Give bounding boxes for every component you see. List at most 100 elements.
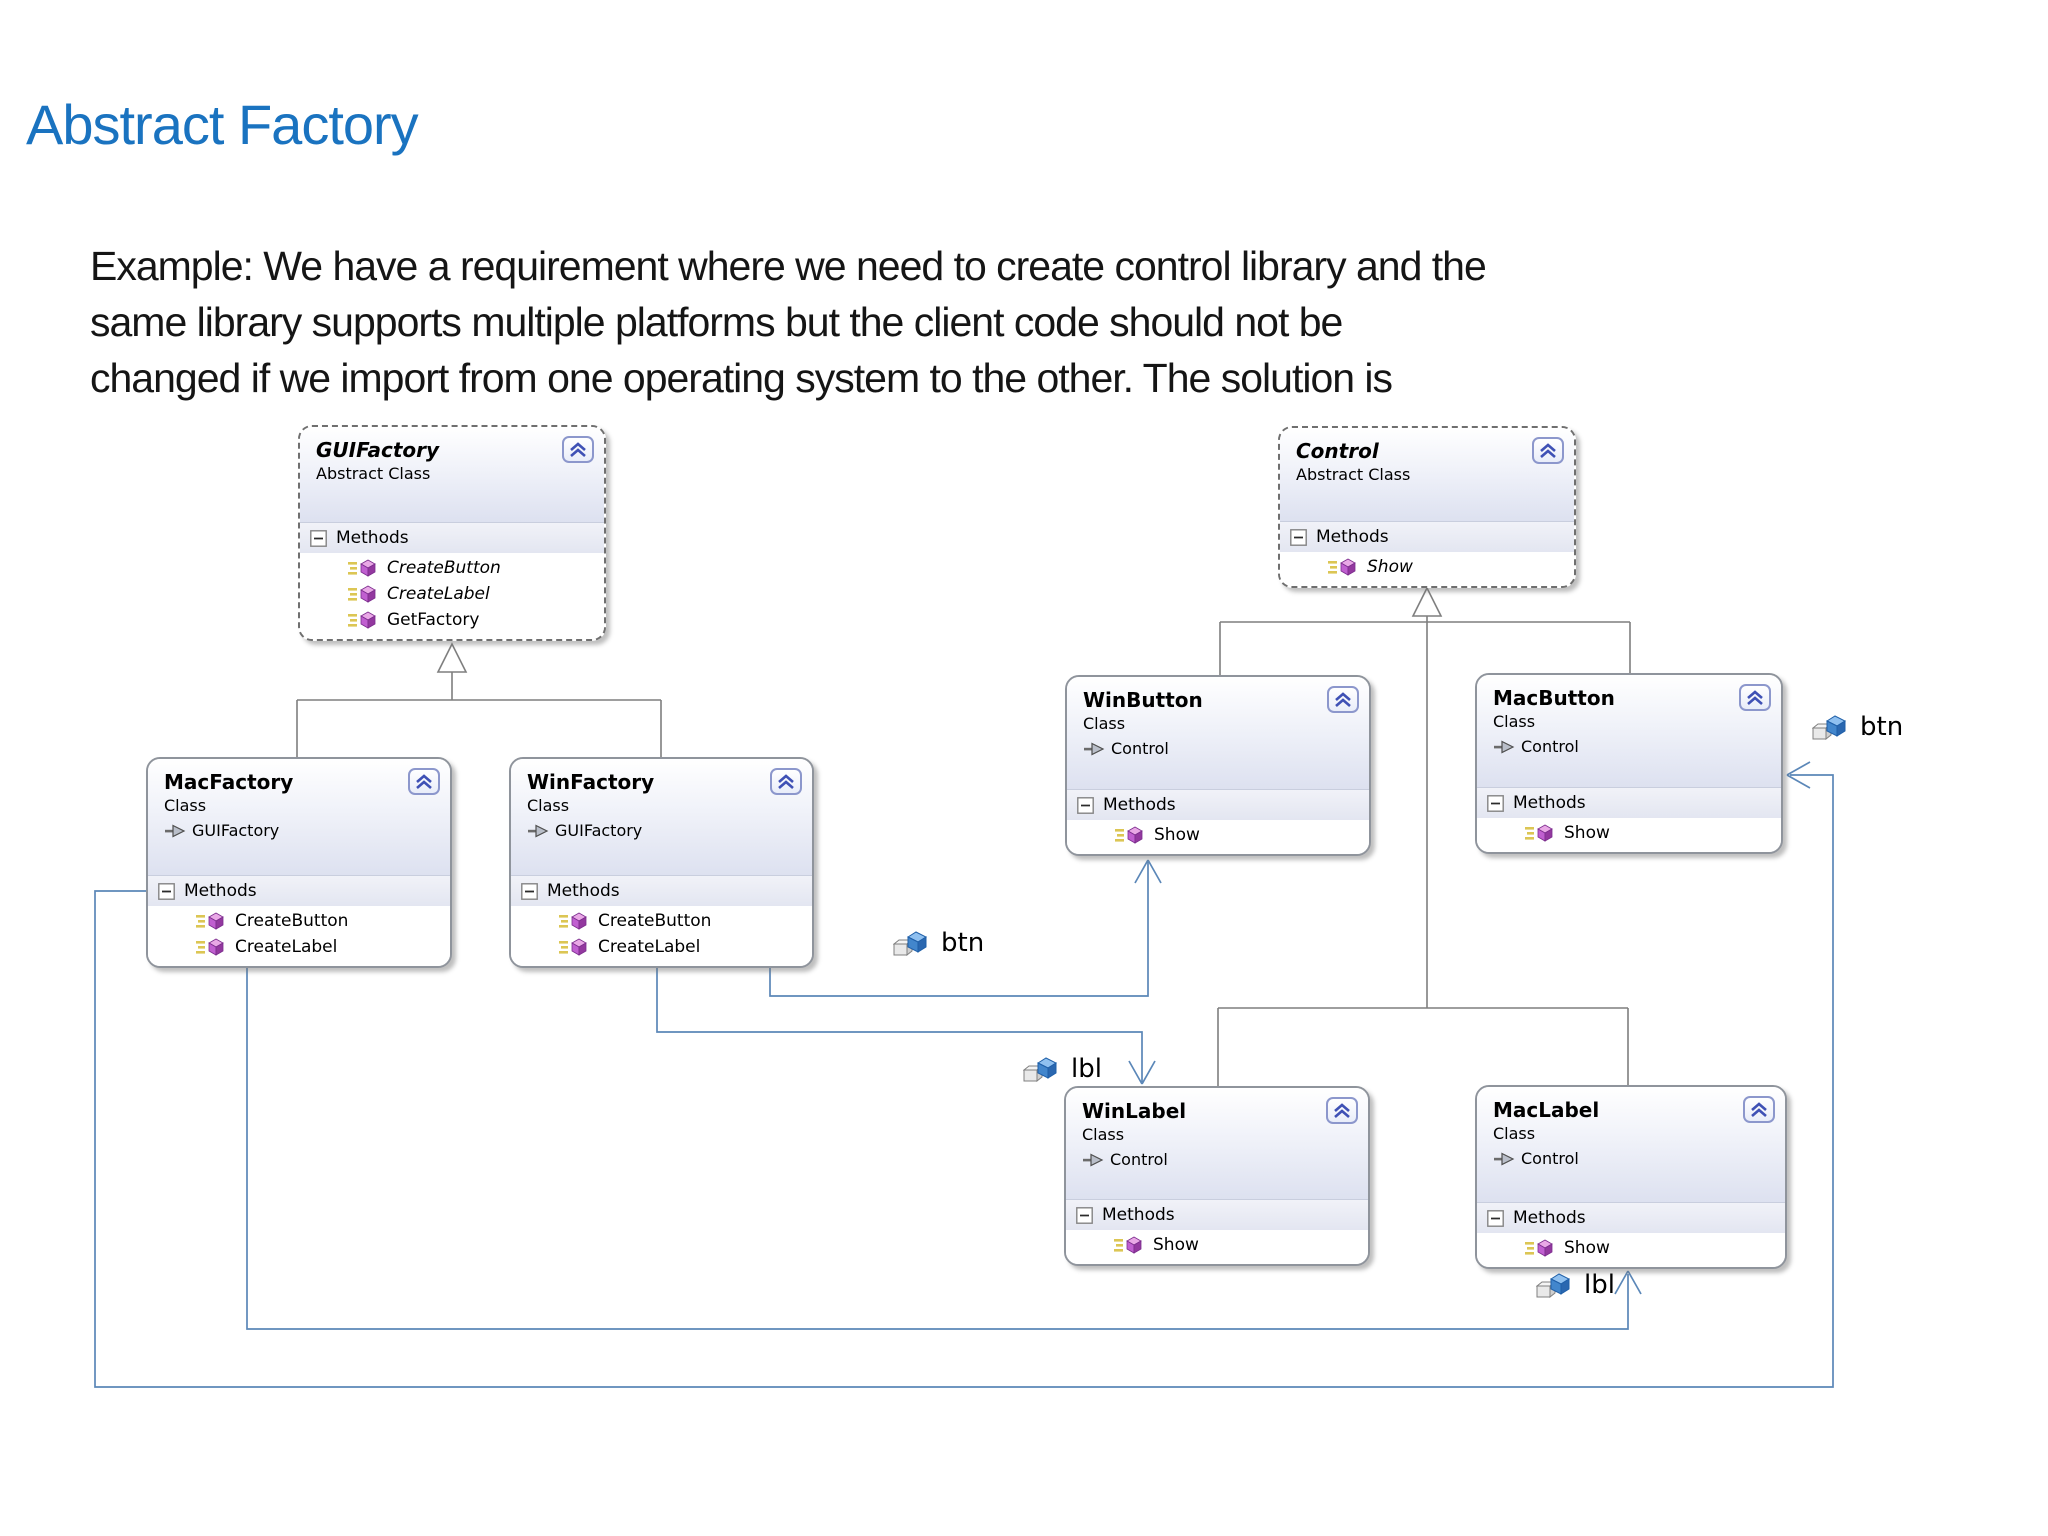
method-name: Show bbox=[1154, 825, 1200, 845]
collapse-button[interactable] bbox=[770, 768, 802, 795]
methods-label: Methods bbox=[1102, 1205, 1175, 1225]
methods-expander-icon[interactable] bbox=[1487, 1209, 1504, 1227]
methods-list: CreateButton CreateLabel bbox=[511, 906, 812, 966]
method-icon bbox=[1525, 1239, 1553, 1257]
connector-label-text: lbl bbox=[1584, 1270, 1615, 1300]
base-class-row: Control bbox=[1493, 1147, 1741, 1171]
collapse-button[interactable] bbox=[1327, 686, 1359, 713]
methods-section-header: Methods bbox=[1477, 1202, 1785, 1233]
class-header: WinLabel Class Control bbox=[1066, 1088, 1368, 1199]
base-class-row: Control bbox=[1493, 735, 1737, 759]
method-row[interactable]: CreateButton bbox=[300, 555, 604, 581]
class-box-control[interactable]: Control Abstract Class Methods Show bbox=[1278, 426, 1576, 588]
method-name: CreateButton bbox=[235, 911, 349, 931]
base-class-row: Control bbox=[1082, 1148, 1324, 1172]
class-header: WinButton Class Control bbox=[1067, 677, 1369, 789]
class-stereotype: Class bbox=[527, 796, 570, 815]
class-box-macfactory[interactable]: MacFactory Class GUIFactory Methods Crea… bbox=[146, 757, 452, 968]
methods-expander-icon[interactable] bbox=[158, 882, 175, 900]
method-row[interactable]: CreateLabel bbox=[300, 581, 604, 607]
class-header: WinFactory Class GUIFactory bbox=[511, 759, 812, 875]
class-box-macbutton[interactable]: MacButton Class Control Methods Show bbox=[1475, 673, 1783, 854]
object-instance-icon bbox=[1812, 715, 1846, 740]
class-stereotype: Abstract Class bbox=[1296, 465, 1411, 484]
connector-label-text: btn bbox=[1860, 712, 1904, 742]
method-row[interactable]: GetFactory bbox=[300, 607, 604, 633]
class-box-winlabel[interactable]: WinLabel Class Control Methods Show bbox=[1064, 1086, 1370, 1266]
class-name: Control bbox=[1296, 439, 1379, 463]
methods-expander-icon[interactable] bbox=[310, 529, 327, 547]
class-name: MacLabel bbox=[1493, 1098, 1600, 1122]
inherits-arrow-icon bbox=[164, 824, 185, 838]
collapse-button[interactable] bbox=[1326, 1097, 1358, 1124]
method-icon bbox=[559, 938, 587, 956]
methods-expander-icon[interactable] bbox=[1077, 796, 1094, 814]
class-name: WinLabel bbox=[1082, 1099, 1187, 1123]
class-box-winbutton[interactable]: WinButton Class Control Methods Show bbox=[1065, 675, 1371, 856]
class-header: MacButton Class Control bbox=[1477, 675, 1781, 787]
object-instance-icon bbox=[1536, 1273, 1570, 1298]
connector-label-btn-mac: btn bbox=[1812, 712, 1903, 742]
class-name: WinButton bbox=[1083, 688, 1203, 712]
method-row[interactable]: CreateButton bbox=[511, 908, 812, 934]
class-box-winfactory[interactable]: WinFactory Class GUIFactory Methods Crea… bbox=[509, 757, 814, 968]
method-icon bbox=[559, 912, 587, 930]
base-class-row: Control bbox=[1083, 737, 1325, 761]
connector-label-lbl-win: lbl bbox=[1023, 1054, 1102, 1084]
base-class-name: Control bbox=[1521, 737, 1579, 756]
collapse-button[interactable] bbox=[1743, 1096, 1775, 1123]
method-row[interactable]: Show bbox=[1477, 820, 1781, 846]
method-row[interactable]: CreateLabel bbox=[148, 934, 450, 960]
class-stereotype: Class bbox=[1082, 1125, 1125, 1144]
collapse-button[interactable] bbox=[562, 436, 594, 463]
method-row[interactable]: CreateLabel bbox=[511, 934, 812, 960]
connector-label-lbl-mac: lbl bbox=[1536, 1270, 1615, 1300]
class-header: GUIFactory Abstract Class bbox=[300, 427, 604, 522]
methods-label: Methods bbox=[336, 528, 409, 548]
class-box-guifactory[interactable]: GUIFactory Abstract Class Methods Create… bbox=[298, 425, 606, 641]
method-name: CreateButton bbox=[598, 911, 712, 931]
method-name: Show bbox=[1564, 823, 1610, 843]
method-icon bbox=[196, 938, 224, 956]
methods-label: Methods bbox=[1316, 527, 1389, 547]
methods-list: Show bbox=[1066, 1230, 1368, 1264]
method-row[interactable]: CreateButton bbox=[148, 908, 450, 934]
methods-section-header: Methods bbox=[148, 875, 450, 906]
class-stereotype: Class bbox=[1083, 714, 1126, 733]
body-line: Example: We have a requirement where we … bbox=[90, 243, 1487, 289]
methods-section-header: Methods bbox=[1066, 1199, 1368, 1230]
methods-label: Methods bbox=[547, 881, 620, 901]
collapse-chevron-icon bbox=[415, 774, 433, 790]
collapse-chevron-icon bbox=[777, 774, 795, 790]
collapse-button[interactable] bbox=[1532, 437, 1564, 464]
base-class-name: Control bbox=[1111, 739, 1169, 758]
class-box-maclabel[interactable]: MacLabel Class Control Methods Show bbox=[1475, 1085, 1787, 1269]
association-lines bbox=[94, 761, 1834, 1388]
method-name: Show bbox=[1367, 557, 1413, 577]
class-header: Control Abstract Class bbox=[1280, 428, 1574, 521]
collapse-button[interactable] bbox=[1739, 684, 1771, 711]
methods-list: CreateButton CreateLabel GetFactory bbox=[300, 553, 604, 639]
methods-expander-icon[interactable] bbox=[521, 882, 538, 900]
class-name: MacButton bbox=[1493, 686, 1615, 710]
control-inheritance-lines bbox=[1217, 616, 1631, 1086]
method-name: Show bbox=[1153, 1235, 1199, 1255]
methods-expander-icon[interactable] bbox=[1487, 794, 1504, 812]
method-row[interactable]: Show bbox=[1067, 822, 1369, 848]
method-row[interactable]: Show bbox=[1280, 554, 1574, 580]
methods-section-header: Methods bbox=[1067, 789, 1369, 820]
collapse-button[interactable] bbox=[408, 768, 440, 795]
method-row[interactable]: Show bbox=[1066, 1232, 1368, 1258]
methods-section-header: Methods bbox=[300, 522, 604, 553]
inheritance-triangle-control bbox=[1411, 586, 1443, 617]
collapse-chevron-icon bbox=[1539, 443, 1557, 459]
collapse-chevron-icon bbox=[569, 442, 587, 458]
methods-list: Show bbox=[1477, 1233, 1785, 1267]
class-stereotype: Abstract Class bbox=[316, 464, 431, 483]
methods-expander-icon[interactable] bbox=[1290, 528, 1307, 546]
methods-expander-icon[interactable] bbox=[1076, 1206, 1093, 1224]
method-row[interactable]: Show bbox=[1477, 1235, 1785, 1261]
